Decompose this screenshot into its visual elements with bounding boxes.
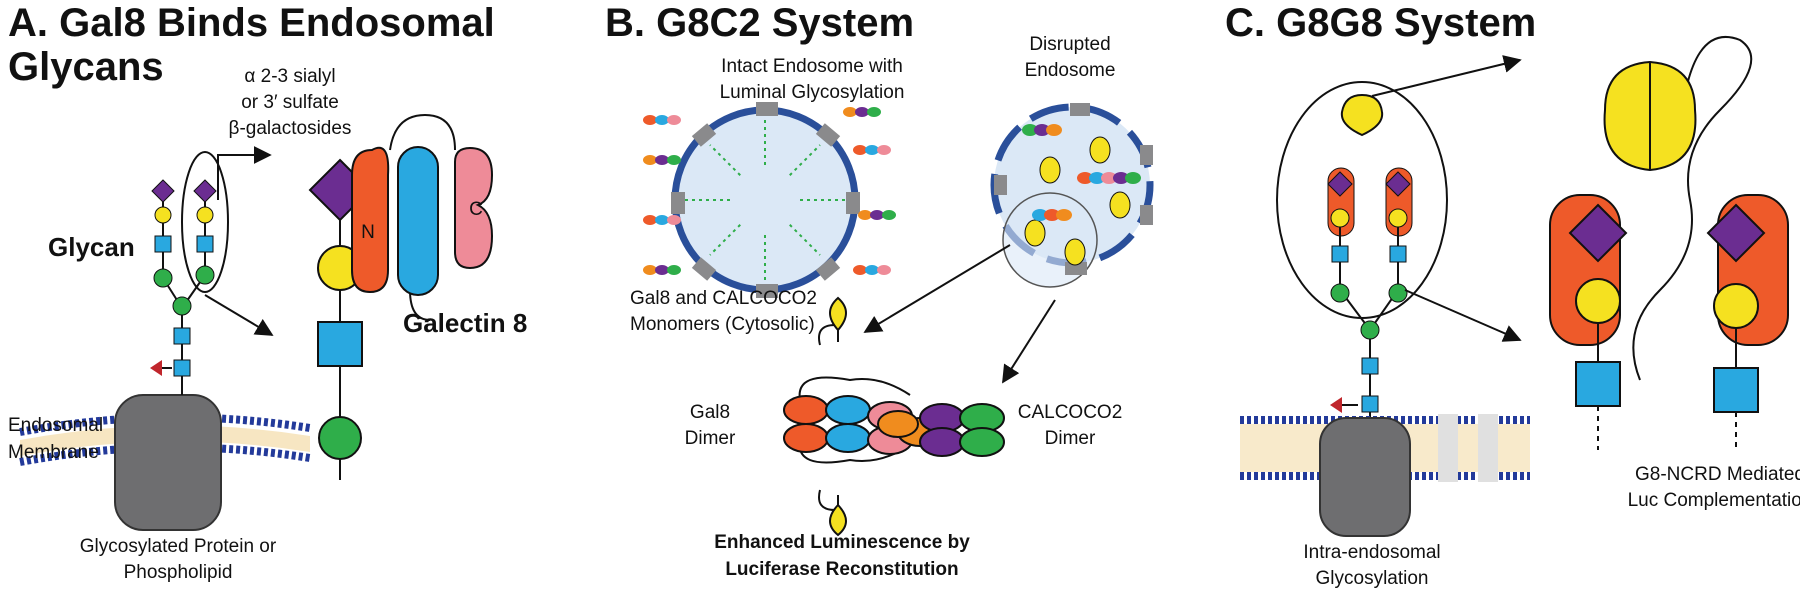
galactose-circle [196, 206, 214, 224]
monomers-line1: Gal8 and CALCOCO2 [630, 288, 817, 309]
galactose-large-left [1575, 278, 1621, 324]
result-line2: Luciferase Reconstitution [725, 559, 958, 580]
glycosylated-protein [114, 394, 222, 531]
arrow-to-enlarged-top [1371, 55, 1522, 97]
gal8-dimer-line1: Gal8 [690, 402, 730, 423]
gal8-dimer-line2: Dimer [685, 428, 736, 449]
galectin-8-label: Galectin 8 [403, 308, 527, 338]
domain-n-label: N [361, 222, 375, 243]
glcnac-square [154, 235, 172, 253]
membrane-label-line1: Endosomal [8, 415, 103, 436]
sialic-small [1327, 171, 1353, 197]
ncrd-line2: Luc Complementation [1628, 490, 1800, 511]
intact-endosome-line1: Intact Endosome with [721, 56, 903, 77]
glycan-motif-line1: α 2-3 sialyl [244, 66, 335, 87]
calcoco2-dimer-line1: CALCOCO2 [1018, 402, 1123, 423]
panel-c: C. G8G8 System [1225, 1, 1800, 589]
arrow-to-complex-right [1002, 299, 1056, 384]
mannose-circle [172, 296, 192, 316]
membrane-label-line2: Membrane [8, 442, 99, 463]
disrupted-endosome-line1: Disrupted [1029, 34, 1110, 55]
fucose-triangle [150, 360, 162, 376]
mannose-small [1330, 283, 1350, 303]
panel-a-title-line1: A. Gal8 Binds Endosomal [8, 1, 495, 45]
arrow-to-enlarged-bottom [1404, 289, 1522, 342]
glcnac-square [173, 359, 191, 377]
gal8-c-domain [454, 146, 494, 270]
glycan-motif-line2: or 3′ sulfate [241, 92, 339, 113]
protein-label-line1: Glycosylated Protein or [80, 536, 277, 557]
glcnac-large [317, 321, 363, 367]
ncrd-line1: G8-NCRD Mediated [1635, 464, 1800, 485]
arrow-to-complex-left [863, 244, 1011, 333]
galactose-small [1388, 208, 1408, 228]
disrupted-endosome-line2: Endosome [1025, 60, 1116, 81]
mannose-large [318, 416, 362, 460]
sialic-diamond [193, 179, 217, 203]
mannose-circle [153, 268, 173, 288]
luciferase-small [1340, 93, 1384, 137]
protein-label-line2: Phospholipid [124, 562, 233, 583]
sialic-diamond [151, 179, 175, 203]
luciferase-top [829, 296, 847, 342]
glcnac-small [1361, 357, 1379, 375]
glcnac-square [196, 235, 214, 253]
glcnac-small [1389, 245, 1407, 263]
glcnac-small [1361, 395, 1379, 413]
glycan-label: Glycan [48, 232, 135, 262]
cytosolic-monomers [643, 107, 896, 275]
intact-endosome [671, 102, 860, 298]
domain-c-label: C [469, 199, 483, 220]
glcnac-large-right [1713, 367, 1759, 413]
glcnac-large-left [1575, 361, 1621, 407]
mannose-small [1360, 320, 1380, 340]
gal8-linker-domain [397, 146, 439, 296]
mannose-small [1388, 283, 1408, 303]
motif-ellipse [181, 151, 229, 293]
zoom-arrow [204, 294, 274, 336]
gal8-n-domain [351, 146, 390, 294]
panel-b: B. G8C2 System Intact Endosome with Lumi… [605, 1, 1154, 580]
sialic-large-right [1706, 203, 1766, 263]
result-line1: Enhanced Luminescence by [714, 532, 970, 553]
intra-endosomal-line2: Glycosylation [1316, 568, 1429, 589]
sialic-small [1385, 171, 1411, 197]
glcnac-square [173, 327, 191, 345]
panel-b-title: B. G8C2 System [605, 1, 914, 45]
luciferase-bottom [829, 495, 847, 537]
calcoco2-dimer-line2: Dimer [1045, 428, 1096, 449]
protein-c [1319, 417, 1411, 537]
galactose-circle [154, 206, 172, 224]
g8c2-complex [783, 296, 1005, 537]
glycan-motif-line3: β-galactosides [229, 118, 352, 139]
panel-a-title-line2: Glycans [8, 45, 164, 89]
panel-a: A. Gal8 Binds Endosomal Glycans α 2-3 si… [8, 1, 527, 583]
mannose-circle [195, 265, 215, 285]
intact-endosome-line2: Luminal Glycosylation [720, 82, 905, 103]
motif-arrow [217, 146, 272, 200]
glcnac-small [1331, 245, 1349, 263]
sialic-large-left [1568, 203, 1628, 263]
galactose-small [1330, 208, 1350, 228]
panel-c-title: C. G8G8 System [1225, 1, 1536, 45]
galactose-large-right [1713, 283, 1759, 329]
monomers-line2: Monomers (Cytosolic) [630, 314, 815, 335]
fucose-small [1330, 397, 1342, 413]
disrupted-endosome [990, 103, 1154, 288]
intra-endosomal-line1: Intra-endosomal [1303, 542, 1440, 563]
